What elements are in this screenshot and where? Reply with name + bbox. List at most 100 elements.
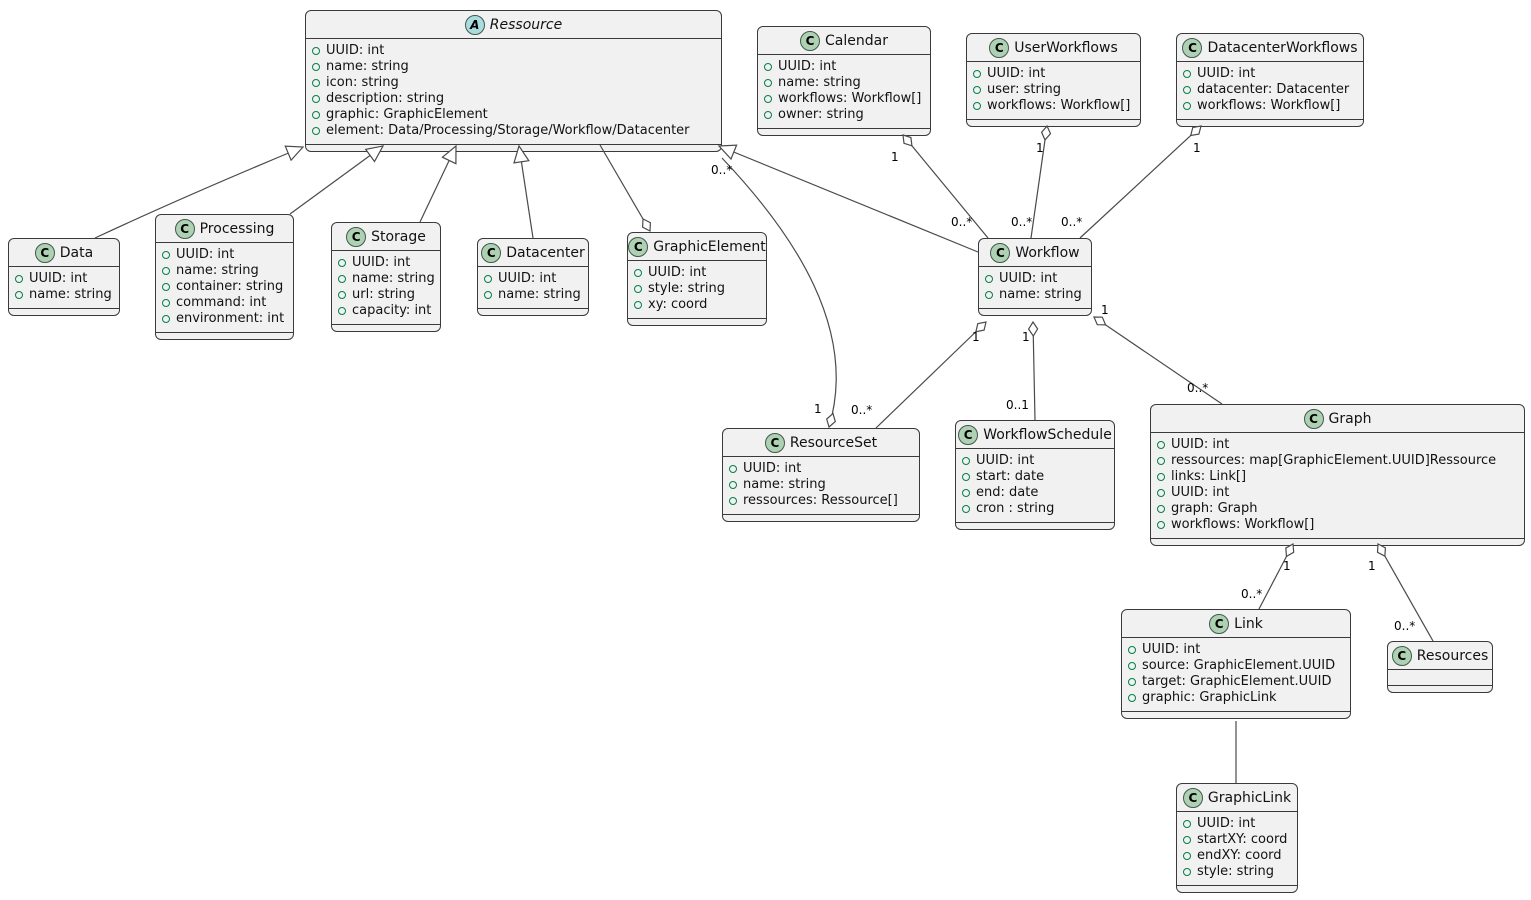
attribute-text: UUID: int bbox=[352, 255, 411, 270]
methods-compartment bbox=[1388, 686, 1492, 692]
attribute-text: environment: int bbox=[176, 311, 285, 326]
attribute-text: name: string bbox=[498, 287, 581, 302]
methods-compartment bbox=[1122, 712, 1350, 718]
class-icon: C bbox=[1182, 38, 1203, 58]
attribute-text: UUID: int bbox=[1197, 66, 1256, 81]
attribute: UUID: int bbox=[1183, 816, 1289, 832]
field-visibility-icon bbox=[973, 86, 981, 94]
attribute: UUID: int bbox=[973, 66, 1132, 82]
class-title: Data bbox=[59, 245, 94, 261]
attribute-text: name: string bbox=[29, 287, 112, 302]
class-icon: C bbox=[628, 237, 649, 257]
attribute-text: UUID: int bbox=[498, 271, 557, 286]
edge-Storage-Ressource bbox=[419, 145, 457, 223]
field-visibility-icon bbox=[312, 127, 320, 135]
attribute-text: UUID: int bbox=[778, 59, 837, 74]
attribute-text: UUID: int bbox=[976, 453, 1035, 468]
class-icon: C bbox=[958, 425, 979, 445]
methods-compartment bbox=[156, 333, 293, 339]
attribute-text: workflows: Workflow[] bbox=[1171, 517, 1315, 532]
attribute-text: cron : string bbox=[976, 501, 1055, 516]
attribute: graph: Graph bbox=[1157, 501, 1516, 517]
multiplicity-label: 0..* bbox=[1241, 587, 1262, 601]
class-title: UserWorkflows bbox=[1014, 40, 1118, 56]
class-title: Storage bbox=[371, 229, 426, 245]
field-visibility-icon bbox=[985, 291, 993, 299]
attribute-text: UUID: int bbox=[999, 271, 1058, 286]
edge-Graph-Resources bbox=[1377, 543, 1434, 642]
attributes-compartment bbox=[1388, 670, 1492, 686]
attribute-text: UUID: int bbox=[743, 461, 802, 476]
attribute: workflows: Workflow[] bbox=[973, 98, 1132, 114]
attribute: description: string bbox=[312, 91, 713, 107]
class-icon: C bbox=[1182, 788, 1203, 808]
class-title: Datacenter bbox=[506, 245, 585, 261]
attribute-text: name: string bbox=[352, 271, 435, 286]
multiplicity-label: 0..* bbox=[711, 163, 732, 177]
class-icon: C bbox=[346, 227, 367, 247]
attribute-text: startXY: coord bbox=[1197, 832, 1288, 847]
attribute: UUID: int bbox=[312, 43, 713, 59]
attribute-text: UUID: int bbox=[326, 43, 385, 58]
class-icon: C bbox=[800, 31, 821, 51]
field-visibility-icon bbox=[1183, 820, 1191, 828]
methods-compartment bbox=[1177, 886, 1297, 892]
attribute: workflows: Workflow[] bbox=[764, 91, 922, 107]
field-visibility-icon bbox=[1183, 852, 1191, 860]
field-visibility-icon bbox=[973, 70, 981, 78]
attribute: command: int bbox=[162, 295, 285, 311]
attribute-text: ressources: map[GraphicElement.UUID]Ress… bbox=[1171, 453, 1497, 468]
attribute: UUID: int bbox=[338, 255, 432, 271]
field-visibility-icon bbox=[729, 481, 737, 489]
methods-compartment bbox=[306, 145, 721, 151]
attribute: icon: string bbox=[312, 75, 713, 91]
field-visibility-icon bbox=[338, 259, 346, 267]
field-visibility-icon bbox=[312, 47, 320, 55]
field-visibility-icon bbox=[1128, 662, 1136, 670]
attribute: container: string bbox=[162, 279, 285, 295]
methods-compartment bbox=[956, 523, 1114, 529]
attribute-text: target: GraphicElement.UUID bbox=[1142, 674, 1332, 689]
field-visibility-icon bbox=[1183, 70, 1191, 78]
methods-compartment bbox=[758, 129, 930, 135]
attribute-text: style: string bbox=[1197, 864, 1275, 879]
attribute: name: string bbox=[312, 59, 713, 75]
attribute: UUID: int bbox=[1157, 437, 1516, 453]
field-visibility-icon bbox=[312, 111, 320, 119]
attribute-text: start: date bbox=[976, 469, 1045, 484]
attribute: workflows: Workflow[] bbox=[1183, 98, 1355, 114]
generalization-arrowhead bbox=[284, 145, 305, 162]
methods-compartment bbox=[628, 319, 766, 325]
attribute-text: name: string bbox=[999, 287, 1082, 302]
attribute-text: UUID: int bbox=[29, 271, 88, 286]
field-visibility-icon bbox=[1128, 678, 1136, 686]
attribute: name: string bbox=[985, 287, 1083, 303]
attribute-text: name: string bbox=[176, 263, 259, 278]
multiplicity-label: 1 bbox=[972, 330, 980, 344]
attribute-text: icon: string bbox=[326, 75, 399, 90]
field-visibility-icon bbox=[962, 505, 970, 513]
attribute-text: workflows: Workflow[] bbox=[778, 91, 922, 106]
field-visibility-icon bbox=[338, 307, 346, 315]
field-visibility-icon bbox=[962, 473, 970, 481]
attribute-text: datacenter: Datacenter bbox=[1197, 82, 1350, 97]
aggregation-diamond bbox=[826, 412, 836, 429]
attribute-text: xy: coord bbox=[648, 297, 708, 312]
field-visibility-icon bbox=[729, 497, 737, 505]
multiplicity-label: 1 bbox=[891, 150, 899, 164]
aggregation-diamond bbox=[902, 134, 913, 147]
